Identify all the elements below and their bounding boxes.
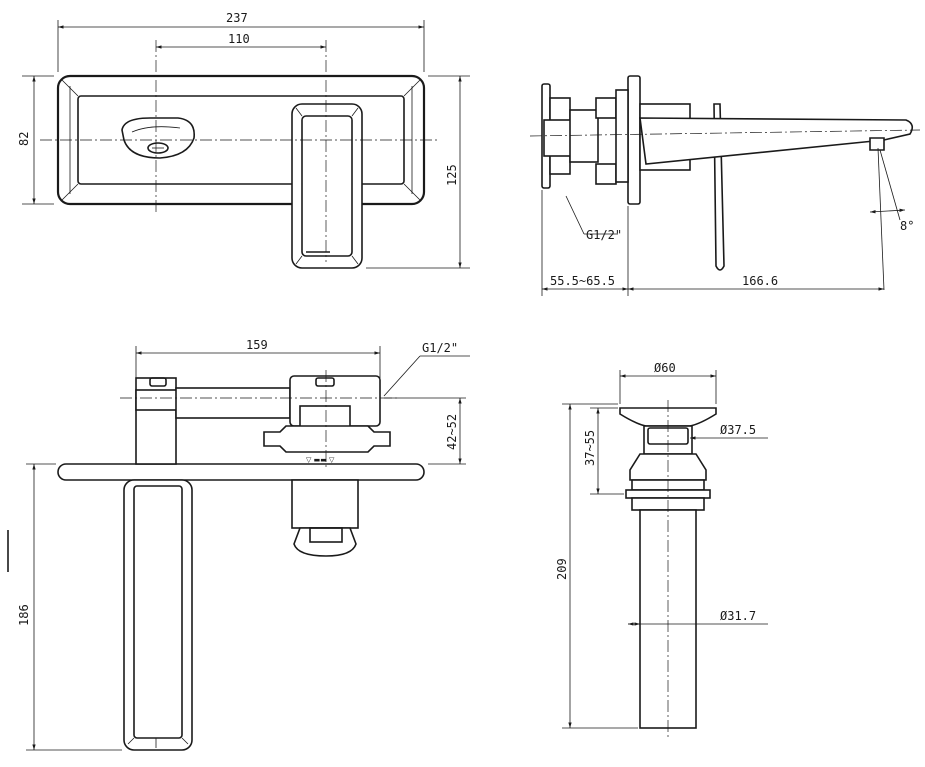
dim-plan-thread: G1/2" xyxy=(422,341,458,355)
dim-drain-adjust: 37~55 xyxy=(583,430,597,466)
side-view: 8° G1/2" 55.5~65.5 166.6 xyxy=(529,75,921,296)
dim-drain-length: 209 xyxy=(555,558,569,580)
drain-view: Ø60 Ø37.5 37~55 209 Ø31.7 xyxy=(555,361,768,740)
front-handle xyxy=(121,117,195,159)
dim-front-center: 110 xyxy=(228,32,250,46)
dim-front-height: 82 xyxy=(17,132,31,146)
plan-spout xyxy=(123,479,193,751)
dim-side-angle: 8° xyxy=(900,219,914,233)
dim-front-total-height: 125 xyxy=(445,164,459,186)
dim-side-wall: 55.5~65.5 xyxy=(550,274,615,288)
dim-plan-spout-length: 186 xyxy=(17,604,31,626)
front-spout xyxy=(291,103,363,269)
dim-side-thread: G1/2" xyxy=(586,228,622,242)
dim-side-reach: 166.6 xyxy=(742,274,778,288)
dim-drain-neck: Ø37.5 xyxy=(720,423,756,437)
svg-text:▽ ▬▬ ▽: ▽ ▬▬ ▽ xyxy=(306,456,335,464)
dim-drain-cap: Ø60 xyxy=(654,361,676,375)
dim-plan-width: 159 xyxy=(246,338,268,352)
dim-front-width: 237 xyxy=(226,11,248,25)
plan-view: ▽ ▬▬ ▽ 159 G1/2" 42~52 186 xyxy=(7,338,470,751)
dim-drain-pipe: Ø31.7 xyxy=(720,609,756,623)
front-view: 237 110 82 125 xyxy=(17,11,470,269)
dim-plan-depth: 42~52 xyxy=(445,414,459,450)
